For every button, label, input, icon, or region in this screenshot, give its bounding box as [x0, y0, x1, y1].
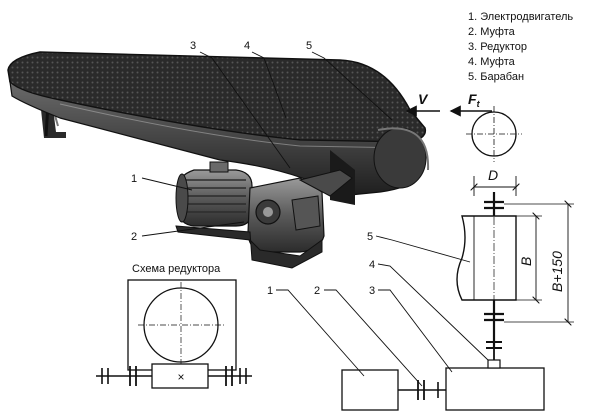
- photo-motor: [175, 161, 253, 227]
- scheme-motor: [341, 369, 399, 411]
- scheme-coupling-4: [487, 359, 501, 369]
- gearbox-scheme-title: Схема редуктора: [132, 263, 221, 275]
- dimension-d: D: [488, 167, 498, 183]
- photo-base-plate: [175, 225, 323, 269]
- force-diagram: V Ft: [405, 91, 522, 162]
- photo-gearbox: [247, 169, 353, 253]
- photo-callouts: [141, 51, 393, 237]
- photo-callout-4: 4: [244, 40, 250, 52]
- drive-callout-leaders: [276, 235, 489, 387]
- gearbox-pinion: [151, 363, 209, 389]
- gearbox-center-symbol: ×: [177, 370, 184, 384]
- photo-callout-3: 3: [190, 40, 196, 52]
- drive-callout-4: 4: [369, 259, 375, 271]
- drive-callout-3: 3: [369, 285, 375, 297]
- scheme-reducer: [445, 367, 545, 411]
- legend: 1. Электродвигатель 2. Муфта 3. Редуктор…: [468, 11, 573, 83]
- photo-callout-5: 5: [306, 40, 312, 52]
- gearbox-scheme: ×: [96, 279, 252, 389]
- belt-conveyor-photo: [7, 51, 430, 269]
- legend-item-4: 4. Муфта: [468, 56, 516, 68]
- legend-item-3: 3. Редуктор: [468, 41, 527, 53]
- velocity-label: V: [418, 91, 429, 107]
- drum-body: [456, 215, 517, 301]
- photo-callout-1: 1: [131, 173, 137, 185]
- legend-item-2: 2. Муфта: [468, 26, 516, 38]
- dimension-b: B: [518, 257, 534, 266]
- photo-callout-2: 2: [131, 231, 137, 243]
- belt-surface: [7, 51, 427, 143]
- drum-assembly: D B B+150: [456, 167, 574, 349]
- force-label: Ft: [468, 91, 481, 109]
- legend-item-5: 5. Барабан: [468, 71, 524, 83]
- drive-callout-1: 1: [267, 285, 273, 297]
- legend-item-1: 1. Электродвигатель: [468, 11, 573, 23]
- dimension-b-plus-150: B+150: [549, 251, 565, 292]
- drive-callout-2: 2: [314, 285, 320, 297]
- drive-callout-5: 5: [367, 231, 373, 243]
- drive-scheme: [341, 348, 545, 411]
